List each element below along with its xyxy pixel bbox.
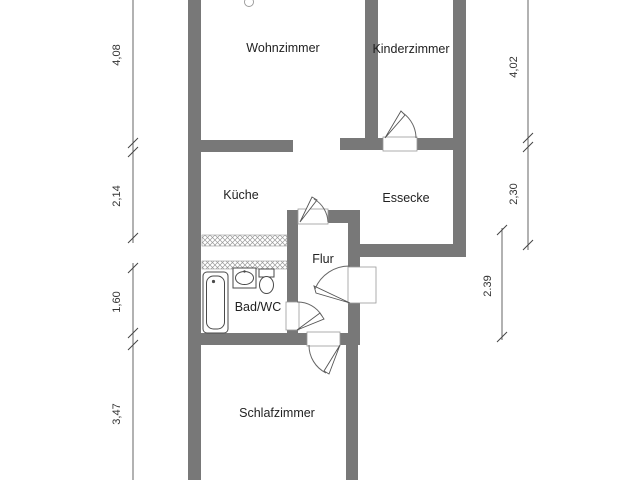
door-arc-entrance xyxy=(314,265,351,290)
toilet-icon xyxy=(259,276,274,294)
dim-tick xyxy=(522,141,534,153)
dim-label-2-39: 2.39 xyxy=(482,275,494,296)
dim-tick xyxy=(127,327,139,339)
hatched-wall-bands xyxy=(201,234,288,270)
dimension-chain-inner-right: 2.39 xyxy=(482,224,508,343)
room-label-kinderzimmer: Kinderzimmer xyxy=(372,42,449,56)
dim-tick xyxy=(127,146,139,158)
dim-label-1-60: 1,60 xyxy=(111,291,123,312)
room-label-flur: Flur xyxy=(312,252,334,266)
room-label-essecke: Essecke xyxy=(382,191,429,205)
wall-essecke-bottom xyxy=(348,244,466,257)
dimension-chain-left: 4,08 2,14 1,60 3,47 xyxy=(111,0,139,480)
room-label-badwc: Bad/WC xyxy=(235,300,282,314)
wall-kinderzimmer-bottom-left xyxy=(340,138,383,150)
dim-tick xyxy=(127,137,139,149)
cut-door-symbol-top xyxy=(244,0,254,7)
dim-label-4-08: 4,08 xyxy=(111,44,123,65)
dim-tick xyxy=(522,239,534,251)
wall-outer-right-top xyxy=(453,0,466,257)
sink-faucet xyxy=(243,270,246,273)
room-label-schlafzimmer: Schlafzimmer xyxy=(239,406,315,420)
dim-tick xyxy=(127,232,139,244)
dim-tick xyxy=(127,339,139,351)
door-arc-schlafzimmer xyxy=(308,344,327,374)
wall-wohnzimmer-kinderzimmer-divider xyxy=(365,0,378,140)
dimension-chain-right: 4,02 2,30 xyxy=(508,0,534,251)
wall-flur-top-right xyxy=(328,210,360,223)
dim-tick xyxy=(496,224,508,236)
bathtub-inner xyxy=(206,275,225,330)
walls xyxy=(188,0,466,480)
door-arc-kinderzimmer xyxy=(402,112,417,139)
door-threshold-kinderzimmer xyxy=(382,136,418,152)
wall-kueche-top xyxy=(201,140,293,152)
toilet-tank xyxy=(258,268,275,278)
door-leaf-schlafzimmer xyxy=(323,344,341,375)
dim-label-2-14: 2,14 xyxy=(111,185,123,206)
hatch-band-upper xyxy=(201,234,288,247)
door-leaf-flur-top xyxy=(299,196,318,223)
door-leaf-kinderzimmer xyxy=(384,110,406,139)
dim-label-2-30: 2,30 xyxy=(508,183,520,204)
sink-basin xyxy=(235,271,254,285)
bathtub-drain xyxy=(211,279,216,284)
wall-schlafzimmer-top-left xyxy=(201,333,307,345)
wall-flur-right-upper xyxy=(348,223,360,267)
room-label-kueche: Küche xyxy=(223,188,258,202)
door-arc-bad xyxy=(296,301,323,317)
door-leaf-bad xyxy=(296,312,325,331)
dim-tick xyxy=(496,331,508,343)
doors xyxy=(244,0,418,375)
wall-outer-right-bottom xyxy=(346,333,358,480)
dim-tick xyxy=(522,132,534,144)
wall-bad-right-stub xyxy=(287,210,298,302)
dim-label-4-02: 4,02 xyxy=(508,56,520,77)
door-arc-flur-top xyxy=(313,198,329,223)
door-threshold-schlafzimmer xyxy=(306,331,341,347)
door-threshold-entrance xyxy=(347,266,377,304)
wall-outer-left xyxy=(188,0,201,480)
door-leaf-entrance xyxy=(313,285,351,304)
door-threshold-bad xyxy=(285,301,300,331)
dim-tick xyxy=(127,262,139,274)
wall-flur-right-lower xyxy=(348,303,360,333)
room-labels: Wohnzimmer Kinderzimmer Küche Essecke Fl… xyxy=(223,41,449,420)
room-label-wohnzimmer: Wohnzimmer xyxy=(246,41,319,55)
bath-fixtures xyxy=(202,267,275,334)
dim-label-3-47: 3,47 xyxy=(111,403,123,424)
